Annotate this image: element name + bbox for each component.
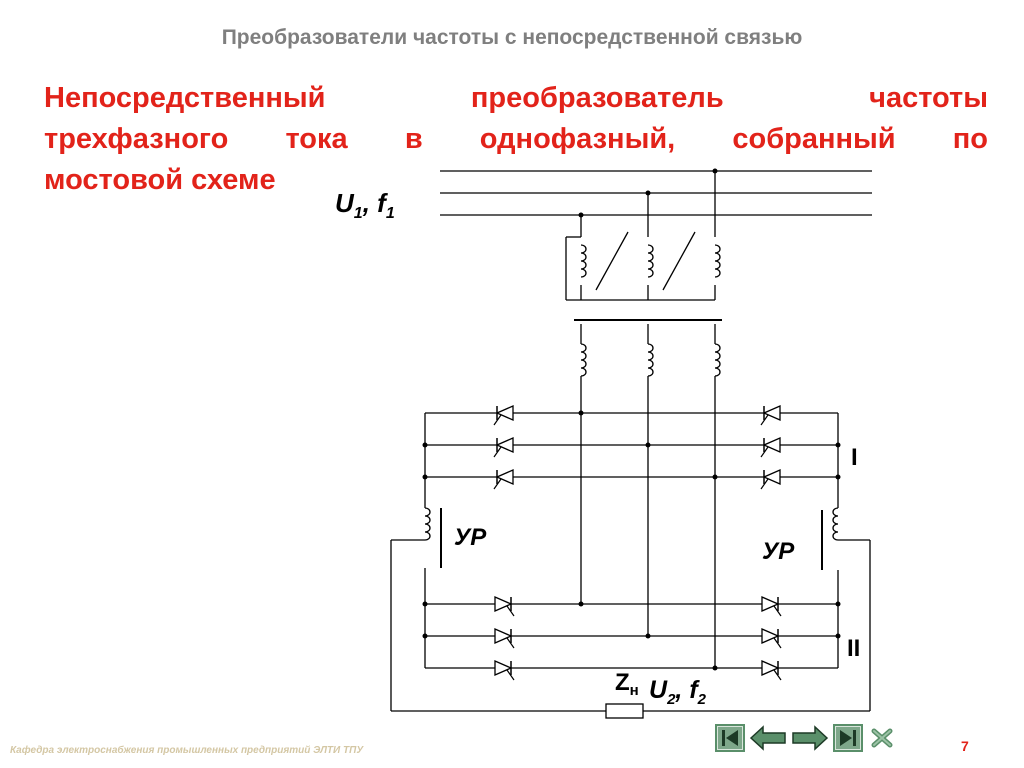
junction-dots	[578, 168, 718, 218]
supply-bus	[440, 170, 872, 216]
next-slide-icon[interactable]	[791, 724, 829, 752]
output-voltage-label: U2, f2	[649, 676, 707, 708]
footer-department: Кафедра электроснабжения промышленных пр…	[10, 745, 364, 756]
page-number: 7	[961, 738, 969, 754]
heading-line-3: мостовой схеме	[44, 164, 276, 196]
regulator-right-label: УР	[762, 538, 795, 565]
transformer-primary	[580, 244, 721, 278]
last-slide-icon[interactable]	[833, 724, 863, 752]
phase-lines	[580, 376, 716, 668]
slide-title: Преобразователи частоты с непосредственн…	[221, 26, 803, 49]
heading-line-1: Непосредственный преобразователь частоты	[44, 82, 988, 114]
heading-line-2: трехфазного тока в однофазный, собранный…	[44, 123, 988, 155]
close-icon[interactable]	[870, 724, 894, 752]
regulator-left-label: УР	[454, 524, 487, 551]
group-I-label: I	[851, 444, 858, 471]
load-resistor	[605, 703, 644, 719]
load-label: Zн	[615, 669, 639, 699]
group-II-label: II	[847, 635, 860, 662]
slide-heading: Непосредственный преобразователь частоты…	[44, 78, 988, 201]
group-II-rows	[424, 568, 839, 669]
left-reactor	[391, 507, 442, 568]
first-slide-icon[interactable]	[715, 724, 745, 752]
transformer-secondary	[580, 343, 721, 377]
primary-leads	[565, 171, 716, 301]
group-I-rows	[424, 412, 839, 508]
right-reactor	[821, 507, 870, 570]
previous-slide-icon[interactable]	[749, 724, 787, 752]
load-loop	[390, 540, 871, 712]
input-voltage-label: U1, f1	[335, 188, 395, 222]
